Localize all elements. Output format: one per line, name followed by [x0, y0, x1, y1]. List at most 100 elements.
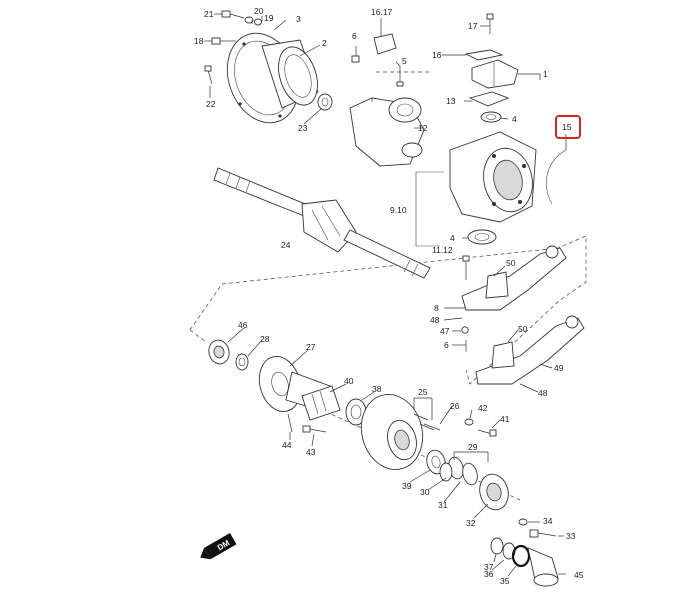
- washer-34: [518, 518, 528, 526]
- washer-19-20: [244, 16, 262, 26]
- bearing-4-lower: [467, 229, 497, 245]
- callout-33: 33: [566, 531, 576, 541]
- oil-seal-15: [545, 149, 567, 205]
- callout-36: 36: [484, 569, 494, 579]
- callout-4: 4: [512, 114, 517, 124]
- bolt-44: [287, 413, 293, 433]
- knuckle-arm-upper: [461, 245, 567, 311]
- callout-32: 32: [466, 518, 476, 528]
- callout-5: 5: [402, 56, 407, 66]
- callout-23: 23: [298, 123, 308, 133]
- callout-18: 18: [194, 36, 204, 46]
- callout-17: 17: [468, 21, 478, 31]
- ring-28: [235, 353, 249, 371]
- snap-ring-36-37: [490, 537, 516, 560]
- bolt-5: [396, 66, 404, 87]
- callout-48: 48: [538, 388, 548, 398]
- washer-42: [464, 418, 474, 426]
- bearing-4-upper: [480, 111, 502, 123]
- callout-8: 8: [434, 303, 439, 313]
- callout-12: 12: [418, 123, 428, 133]
- hub-bolts-25: [413, 413, 435, 431]
- callout-1: 1: [543, 69, 548, 79]
- knuckle-9-10: [449, 131, 537, 223]
- direction-marker: DM: [200, 533, 237, 560]
- cap-45: [527, 547, 559, 587]
- callout-26: 26: [450, 401, 460, 411]
- callout-9-10: 9.10: [390, 205, 407, 215]
- callout-29: 29: [468, 442, 478, 452]
- bolt-26: [423, 423, 441, 431]
- callout-4: 4: [450, 233, 455, 243]
- bolt-18: [211, 37, 236, 45]
- shim-13: [468, 91, 510, 107]
- callout-labels: 1 2 3 4 4 5 6 6 8 9.10 11.12 12 13 15 16…: [194, 6, 584, 586]
- plate-16: [464, 49, 504, 61]
- seal-23: [317, 93, 333, 111]
- king-pin-1: [471, 59, 519, 89]
- callout-11-12: 11.12: [432, 245, 453, 255]
- callout-49: 49: [554, 363, 564, 373]
- callout-13: 13: [446, 96, 456, 106]
- oil-seal-46: [208, 339, 230, 365]
- callout-24: 24: [281, 240, 291, 250]
- callout-31: 31: [438, 500, 448, 510]
- bracket-16-17: [373, 33, 397, 55]
- bolt-17: [486, 13, 494, 34]
- hub-drum: [360, 394, 424, 470]
- callout-50: 50: [518, 324, 528, 334]
- callout-35: 35: [500, 576, 510, 586]
- callout-42: 42: [478, 403, 488, 413]
- callout-28: 28: [260, 334, 270, 344]
- callout-6: 6: [444, 340, 449, 350]
- o-ring-35: [511, 544, 531, 568]
- callout-43: 43: [306, 447, 316, 457]
- callout-6: 6: [352, 31, 357, 41]
- callout-20: 20: [254, 6, 264, 16]
- drive-shaft-24: [213, 167, 431, 279]
- callout-21: 21: [204, 9, 214, 19]
- bolt-21: [221, 10, 245, 19]
- callout-41: 41: [500, 414, 510, 424]
- spacer-40: [301, 385, 341, 421]
- callout-46: 46: [238, 320, 248, 330]
- bolt-41: [477, 429, 497, 437]
- leader-lines: [204, 13, 567, 577]
- callout-19: 19: [264, 13, 274, 23]
- callout-30: 30: [420, 487, 430, 497]
- callout-44: 44: [282, 440, 292, 450]
- callout-38: 38: [372, 384, 382, 394]
- stud-22: [204, 65, 213, 85]
- callout-50: 50: [506, 258, 516, 268]
- assembly-outline-lower-left: [189, 329, 207, 343]
- bearing-38: [345, 398, 367, 426]
- callout-48: 48: [430, 315, 440, 325]
- callout-37: 37: [484, 562, 494, 572]
- callout-15: 15: [562, 122, 572, 132]
- callout-27: 27: [306, 342, 316, 352]
- callout-47: 47: [440, 326, 450, 336]
- callout-39: 39: [402, 481, 412, 491]
- nut-47: [461, 326, 469, 334]
- flange-32: [479, 473, 509, 511]
- bolt-33: [529, 529, 557, 538]
- callout-40: 40: [344, 376, 354, 386]
- callout-16-17: 16.17: [371, 7, 393, 17]
- nut-6-top: [351, 55, 360, 63]
- washer-30-31: [439, 462, 453, 482]
- callout-22: 22: [206, 99, 216, 109]
- callout-3: 3: [296, 14, 301, 24]
- housing-bell-2: [261, 39, 319, 109]
- swivel-bearing-12: [349, 97, 425, 167]
- highlight-box-15: [555, 115, 581, 139]
- callout-45: 45: [574, 570, 584, 580]
- bracket-9-10: [415, 171, 444, 247]
- callout-16: 16: [432, 50, 442, 60]
- stud-11-12: [462, 255, 470, 280]
- callout-2: 2: [322, 38, 327, 48]
- bolt-43: [302, 425, 327, 433]
- knuckle-arm-lower-49: [475, 315, 585, 385]
- callout-25: 25: [418, 387, 428, 397]
- callout-34: 34: [543, 516, 553, 526]
